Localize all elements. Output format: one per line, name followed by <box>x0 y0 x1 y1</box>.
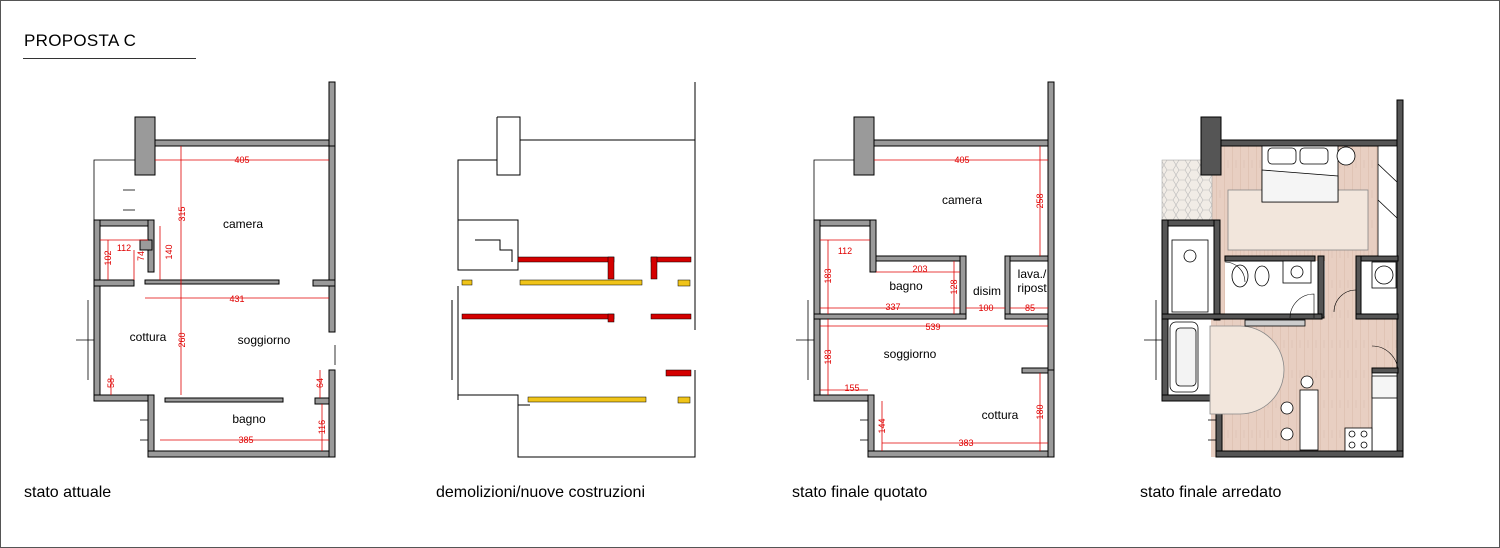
plan-stato-attuale: camera cottura soggiorno bagno 405 315 1… <box>76 81 336 458</box>
plan1-dimension-lines <box>100 146 329 451</box>
dim-100: 100 <box>978 303 993 313</box>
dim-431: 431 <box>229 294 244 304</box>
plan2-new-walls <box>461 279 691 404</box>
dim-102: 102 <box>103 250 113 265</box>
dim-539: 539 <box>925 322 940 332</box>
plan4-doors <box>1224 261 1399 373</box>
washing-drum <box>1374 265 1394 285</box>
wardrobe-line <box>1377 163 1398 183</box>
plan-stato-finale-quotato: camera bagno disim lava./ ripost soggior… <box>796 81 1055 458</box>
dim-203: 203 <box>912 264 927 274</box>
shower-drain <box>1183 249 1197 263</box>
burner <box>1360 441 1368 449</box>
room-label-cottura: cottura <box>982 408 1019 422</box>
dim-116: 116 <box>317 420 327 434</box>
room-label-disim: disim <box>973 284 1001 298</box>
dim-128: 128 <box>949 279 959 294</box>
plan3-balcony <box>796 159 868 441</box>
dim-85: 85 <box>1025 303 1035 313</box>
wardrobe-line <box>1377 199 1398 219</box>
dim-385: 385 <box>238 435 253 445</box>
caption-demolizioni: demolizioni/nuove costruzioni <box>436 484 645 501</box>
dim-74: 74 <box>136 251 146 261</box>
basin-bowl <box>1290 265 1304 279</box>
title-underline <box>23 58 196 59</box>
plan2-outline <box>451 82 696 458</box>
bed-blanket <box>1261 169 1339 203</box>
dim-315: 315 <box>177 206 187 221</box>
dim-183-bagno: 183 <box>823 268 833 283</box>
dim-155: 155 <box>844 383 859 393</box>
room-label-cottura: cottura <box>130 330 167 344</box>
chair <box>1280 427 1294 441</box>
room-label-camera: camera <box>223 217 263 231</box>
room-label-bagno: bagno <box>889 279 923 293</box>
plan-stato-finale-arredato <box>1144 99 1404 458</box>
dim-405: 405 <box>234 155 249 165</box>
dim-260: 260 <box>177 332 187 347</box>
plan3-dimension-lines <box>820 146 1048 451</box>
round-rug <box>1209 325 1285 415</box>
caption-stato-finale-arredato: stato finale arredato <box>1140 484 1282 501</box>
plan1-walls <box>93 81 336 458</box>
sofa-seat <box>1175 327 1197 387</box>
chair <box>1300 375 1314 389</box>
fridge <box>1371 375 1398 399</box>
room-label-camera: camera <box>942 193 982 207</box>
plan4-furniture <box>1169 145 1398 452</box>
burner <box>1360 430 1368 438</box>
burner <box>1348 430 1356 438</box>
dim-405: 405 <box>954 155 969 165</box>
plan2-demolitions <box>461 256 692 377</box>
plan4-walls <box>1161 99 1404 458</box>
page-title: PROPOSTA C <box>24 31 137 50</box>
burner <box>1348 441 1356 449</box>
nightstand-lamp <box>1336 146 1356 166</box>
plan-demolizioni <box>451 82 696 458</box>
dim-140: 140 <box>164 244 174 259</box>
dim-58: 58 <box>106 378 116 388</box>
pillow-left <box>1267 147 1297 165</box>
dim-183-soggiorno: 183 <box>823 349 833 364</box>
cooktop <box>1344 427 1373 452</box>
room-label-bagno: bagno <box>232 412 266 426</box>
plan3-walls <box>813 81 1055 458</box>
dim-112: 112 <box>838 246 852 256</box>
dim-64: 64 <box>315 378 325 388</box>
dim-180: 180 <box>1035 404 1045 419</box>
toilet <box>1231 264 1249 288</box>
bidet <box>1254 265 1270 287</box>
plan4-balcony <box>1144 300 1216 441</box>
plan1-balcony <box>76 159 336 441</box>
dim-258: 258 <box>1035 193 1045 208</box>
caption-stato-finale-quotato: stato finale quotato <box>792 484 928 501</box>
dim-337: 337 <box>885 302 900 312</box>
dining-table <box>1299 389 1319 451</box>
tv-console <box>1244 319 1306 327</box>
pillow-right <box>1299 147 1329 165</box>
room-label-lava: lava./ <box>1018 267 1047 281</box>
dim-112: 112 <box>117 243 131 253</box>
room-label-ripost: ripost <box>1017 281 1047 295</box>
room-label-soggiorno: soggiorno <box>238 333 291 347</box>
room-label-soggiorno: soggiorno <box>884 347 937 361</box>
wardrobe <box>1377 145 1398 257</box>
chair <box>1280 401 1294 415</box>
dim-383: 383 <box>958 438 973 448</box>
dim-144: 144 <box>877 418 887 433</box>
caption-stato-attuale: stato attuale <box>24 484 112 501</box>
